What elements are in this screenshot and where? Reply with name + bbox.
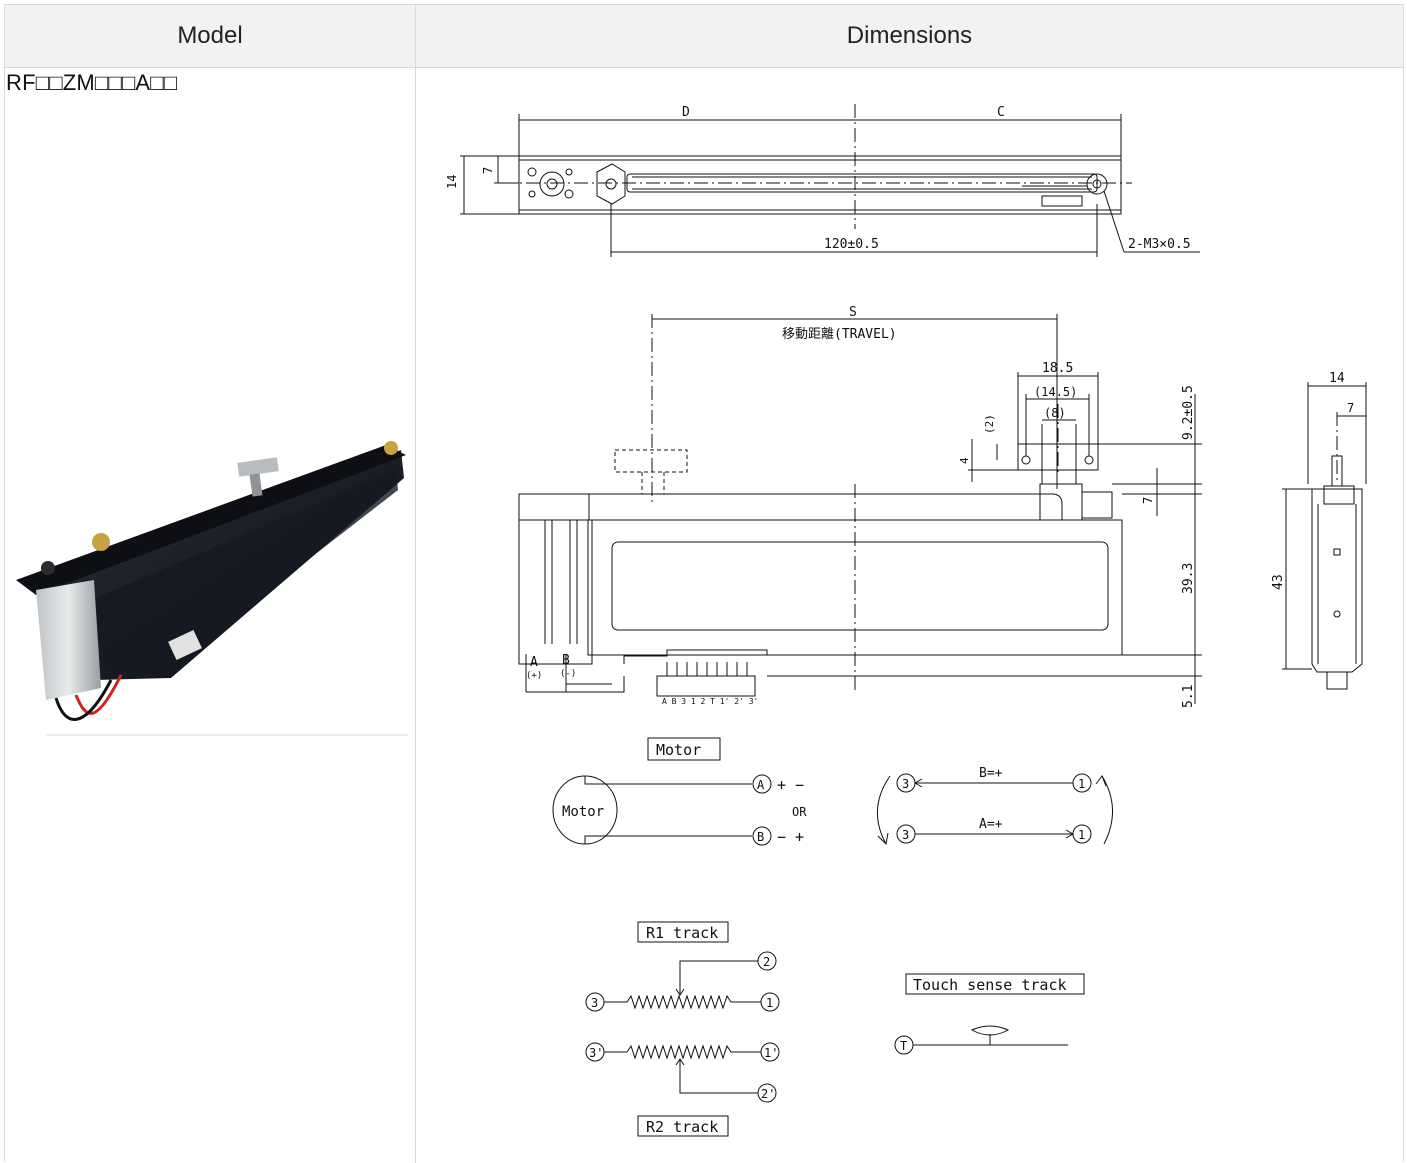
top-dim-14: 14 xyxy=(445,175,459,189)
dir-a-label: A=+ xyxy=(979,817,1003,832)
motor-polarity-b: − + xyxy=(777,828,804,846)
r1-term-2: 2 xyxy=(763,955,770,969)
spec-table: Model Dimensions xyxy=(4,4,1404,1163)
dim-5-1: 5.1 xyxy=(1181,685,1196,708)
touch-term-t: T xyxy=(900,1039,907,1053)
motor-term-a: A xyxy=(757,778,765,792)
r1-term-1: 1 xyxy=(766,996,773,1010)
travel-label: 移動距離(TRAVEL) xyxy=(782,327,897,342)
product-photo xyxy=(16,441,408,736)
dir-b-label: B=+ xyxy=(979,766,1003,781)
dim-d: D xyxy=(682,105,690,120)
dir-term-3-top: 3 xyxy=(902,777,909,791)
brass-screw-icon xyxy=(92,533,110,551)
red-wire xyxy=(74,674,123,715)
motor-housing xyxy=(36,580,101,700)
front-dim-7: 7 xyxy=(1141,497,1155,504)
knob-tab xyxy=(237,457,279,477)
r1-title: R1 track xyxy=(646,924,718,942)
pin-b: B xyxy=(562,653,570,668)
side-dim-43: 43 xyxy=(1271,574,1286,590)
dimension-drawing: D C 14 7 120±0.5 2-M3×0.5 S 移動距離(TRAVEL) xyxy=(445,104,1367,1137)
motor-term-b: B xyxy=(757,830,764,844)
r2-title: R2 track xyxy=(646,1118,718,1136)
r2-track: 3' 1' 2' R2 track xyxy=(585,1042,780,1137)
r1-term-3: 3 xyxy=(591,996,598,1010)
dim-120: 120±0.5 xyxy=(824,237,879,252)
top-dim-7: 7 xyxy=(481,167,495,174)
dim-c: C xyxy=(997,105,1005,120)
front-view: S 移動距離(TRAVEL) A (+) B (-) xyxy=(518,305,1202,708)
dim-18-5: 18.5 xyxy=(1042,361,1073,376)
touch-pad-icon xyxy=(970,1025,1010,1036)
side-dim-7: 7 xyxy=(1347,401,1354,415)
table-header: Model Dimensions xyxy=(5,5,1403,68)
model-code: RF□□ZM□□□A□□ xyxy=(6,70,178,95)
r1-track: R1 track 3 1 2 xyxy=(585,921,780,1012)
dim-9-2: 9.2±0.5 xyxy=(1181,385,1196,440)
side-view: 14 7 43 xyxy=(1271,371,1367,690)
black-wire xyxy=(54,679,113,721)
pin-a: A xyxy=(530,655,538,670)
top-rail xyxy=(16,445,406,595)
pin-b-polarity: (-) xyxy=(560,669,576,679)
dir-term-1-top: 1 xyxy=(1078,777,1085,791)
dim-8: (8) xyxy=(1044,406,1066,420)
dim-s: S xyxy=(849,305,857,320)
motor-polarity-a: + − xyxy=(777,776,804,794)
screw-note: 2-M3×0.5 xyxy=(1128,237,1191,252)
touch-sense-track: Touch sense track T xyxy=(894,973,1085,1055)
r2-term-2: 2' xyxy=(761,1087,775,1101)
connector-pins: A B 3 1 2 T 1' 2' 3' xyxy=(662,697,758,706)
dim-2: (2) xyxy=(983,414,996,434)
motor-schematic: Motor Motor A B + − OR − + 3 1 3 1 B=+ A… xyxy=(552,737,1113,846)
header-model: Model xyxy=(5,5,416,67)
dir-term-1-bottom: 1 xyxy=(1078,828,1085,842)
top-view: D C 14 7 120±0.5 2-M3×0.5 xyxy=(445,104,1200,257)
header-dimensions: Dimensions xyxy=(846,22,973,49)
dim-4: 4 xyxy=(958,457,971,464)
column-divider xyxy=(415,68,416,1163)
motor-title: Motor xyxy=(656,741,701,759)
connector xyxy=(168,630,202,660)
dim-14-5: (14.5) xyxy=(1034,385,1077,399)
pin-a-polarity: (+) xyxy=(526,671,542,681)
r2-term-3: 3' xyxy=(589,1046,603,1060)
dir-term-3-bottom: 3 xyxy=(902,828,909,842)
r2-term-1: 1' xyxy=(764,1046,778,1060)
touch-title: Touch sense track xyxy=(913,976,1067,994)
dim-39-3: 39.3 xyxy=(1181,563,1196,594)
brass-screw-icon xyxy=(384,441,398,455)
motor-or-label: OR xyxy=(792,805,807,819)
motor-body-label: Motor xyxy=(562,804,604,820)
side-dim-14: 14 xyxy=(1329,371,1345,386)
